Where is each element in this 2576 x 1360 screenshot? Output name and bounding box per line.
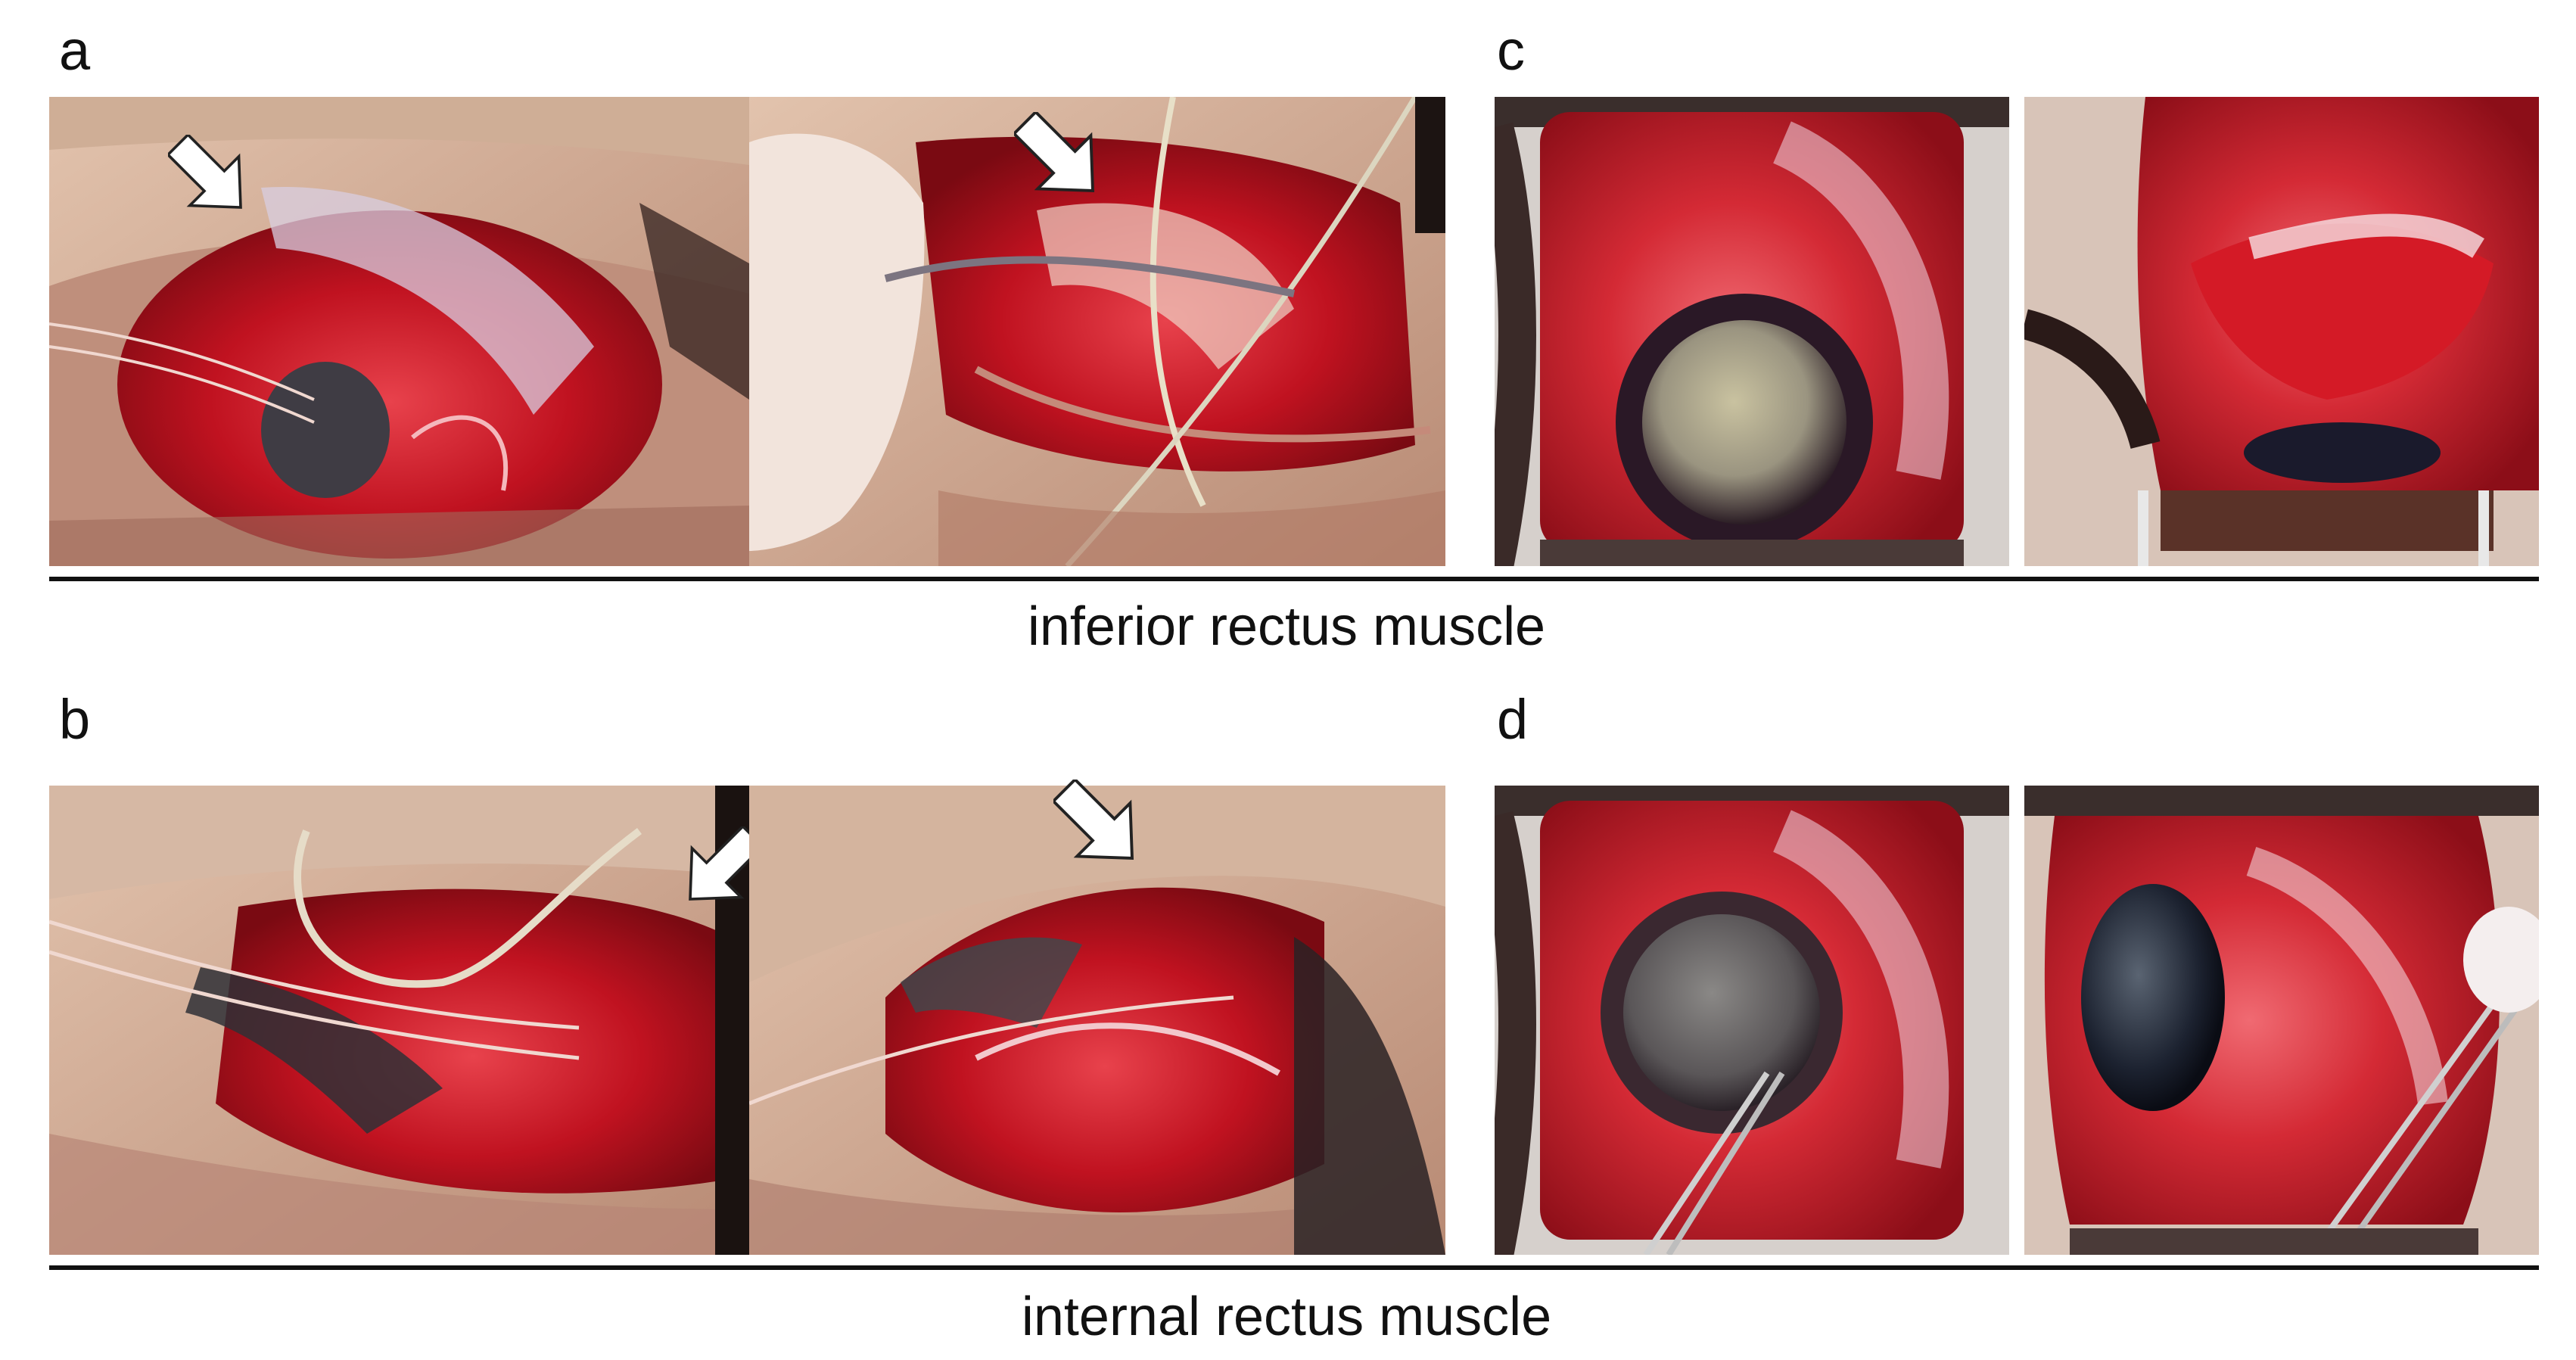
panel-label-d: d [1497, 688, 1529, 751]
arrow-icon [672, 824, 765, 917]
photo-d-left [1495, 786, 2009, 1255]
arrow-icon [1051, 777, 1152, 878]
photo-d-right [2024, 786, 2539, 1255]
panel-label-a: a [59, 19, 91, 82]
panel-label-c: c [1497, 19, 1525, 82]
divider-bottom [49, 1265, 2539, 1270]
photo-a-right [749, 97, 1445, 566]
photo-c-left [1495, 97, 2009, 566]
photo-c-right [2024, 97, 2539, 566]
arrow-icon [166, 132, 259, 226]
caption-bottom: internal rectus muscle [1021, 1287, 1552, 1347]
photo-b-right [749, 786, 1445, 1255]
photo-a-left [49, 97, 749, 566]
photo-b-left [49, 786, 749, 1255]
caption-top: inferior rectus muscle [1027, 596, 1546, 657]
panel-label-b: b [59, 688, 91, 751]
divider-top [49, 577, 2539, 581]
arrow-icon [1012, 110, 1112, 210]
